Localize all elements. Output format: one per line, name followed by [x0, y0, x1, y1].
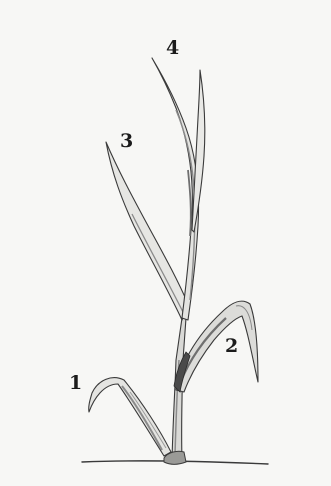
leaf-1-label: 1	[69, 374, 82, 393]
leaf-2-label: 2	[225, 337, 238, 356]
leaf-4	[152, 58, 205, 320]
leaf-4-label: 4	[166, 39, 179, 58]
leaf-1	[89, 378, 171, 456]
leaf-3-label: 3	[120, 132, 133, 151]
leaf-3	[106, 142, 188, 320]
